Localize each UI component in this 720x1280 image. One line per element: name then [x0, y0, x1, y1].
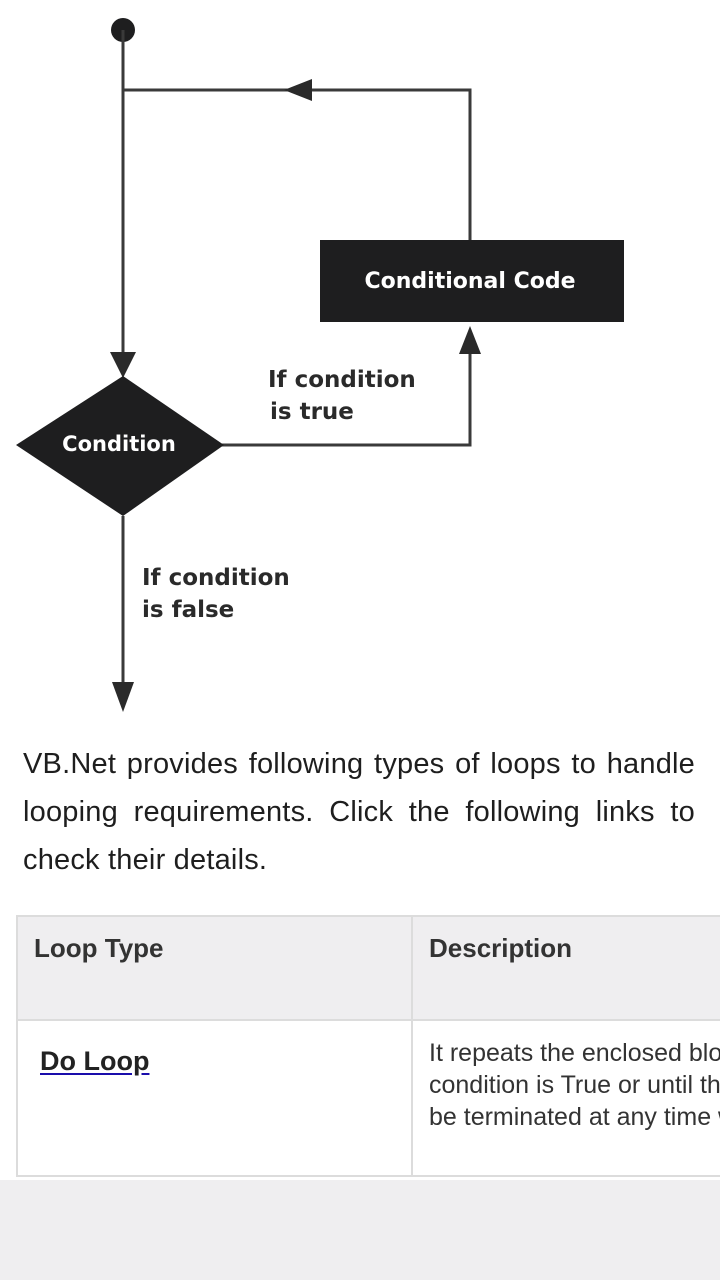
header-description: Description — [411, 915, 720, 1021]
loop-flowchart-diagram: Conditional Code Condition If condition … — [16, 18, 624, 712]
description-line: It repeats the enclosed block of stateme… — [429, 1039, 720, 1067]
description-line: condition is True or until the condition… — [429, 1071, 720, 1099]
loop-type-cell: Do Loop — [16, 1019, 413, 1177]
page-bottom-area — [0, 1180, 720, 1280]
true-branch-arrow — [459, 326, 481, 354]
arrow-into-condition — [110, 352, 136, 378]
table-header-row: Loop Type Description — [16, 915, 720, 1021]
table-row: Do Loop It repeats the enclosed block of… — [16, 1019, 720, 1177]
false-label-line2: is false — [142, 597, 234, 623]
loop-back-arrow — [284, 79, 312, 101]
false-branch-arrow — [112, 682, 134, 712]
condition-diamond — [16, 376, 224, 516]
intro-paragraph: VB.Net provides following types of loops… — [23, 748, 695, 876]
false-label-line1: If condition — [142, 565, 290, 591]
condition-label: Condition — [62, 432, 176, 456]
loop-types-table-container[interactable]: Loop Type Description Do Loop It repeats… — [16, 915, 720, 1180]
header-loop-type: Loop Type — [16, 915, 413, 1021]
description-line: be terminated at any time with the Exit … — [429, 1103, 720, 1131]
conditional-code-box — [320, 240, 624, 322]
true-branch-line — [222, 350, 472, 447]
loop-types-table: Loop Type Description Do Loop It repeats… — [16, 915, 720, 1177]
loop-back-line — [123, 88, 472, 240]
conditional-code-label: Conditional Code — [364, 269, 575, 294]
do-loop-link[interactable]: Do Loop — [40, 1046, 150, 1076]
true-label-line2: is true — [270, 399, 354, 425]
true-label-line1: If condition — [268, 367, 416, 393]
description-cell: It repeats the enclosed block of stateme… — [411, 1019, 720, 1177]
